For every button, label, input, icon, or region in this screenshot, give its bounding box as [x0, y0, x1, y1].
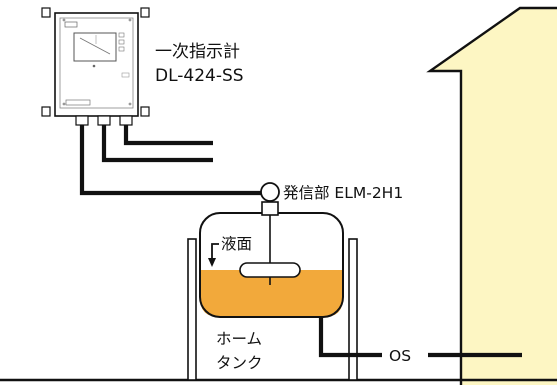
cable-gland: [75, 115, 89, 126]
mount-tab: [140, 7, 150, 18]
transmitter: [260, 182, 280, 216]
screw: [128, 102, 132, 106]
primary-indicator: [41, 7, 150, 126]
cable-to-transmitter: [79, 125, 262, 196]
liquid-level-label: 液面: [221, 235, 252, 253]
os-cable: [318, 317, 522, 358]
switch: [118, 46, 125, 52]
tank-leg-left: [187, 238, 197, 381]
liquid-level-arrow: [208, 243, 219, 267]
meter-display: [73, 32, 117, 62]
liquid-level-arrowhead: [208, 258, 216, 267]
screw: [62, 102, 66, 106]
tank-oil: [200, 270, 343, 317]
cable-output-2: [123, 125, 213, 146]
indicator-lamp: [92, 64, 96, 68]
tank-leg-right: [348, 238, 358, 381]
meter-needle: [79, 37, 111, 55]
os-label: OS: [389, 347, 411, 365]
mount-tab: [140, 106, 150, 117]
house-wall: [430, 8, 557, 385]
os-cable-left: [318, 317, 382, 358]
home-tank: [187, 212, 358, 381]
terminal-strip: [65, 99, 91, 106]
float: [239, 262, 301, 278]
mount-tab: [41, 7, 51, 18]
cable-output-1: [101, 125, 213, 163]
house-outline: [426, 6, 557, 385]
screw: [128, 18, 132, 22]
indicator-name-label: 一次指示計: [155, 42, 240, 62]
house: [426, 6, 557, 385]
cable-gland: [97, 115, 111, 126]
tank-label-line1: ホーム: [216, 330, 262, 348]
transmitter-head: [260, 182, 280, 202]
indicator-enclosure: [54, 12, 139, 117]
small-label: [121, 72, 130, 78]
mount-tab: [41, 106, 51, 117]
transmitter-base: [261, 201, 279, 216]
screw: [62, 18, 66, 22]
switch: [118, 32, 125, 38]
brand-plate: [64, 21, 78, 28]
tank-label-line2: タンク: [216, 354, 263, 372]
indicator-inner-frame: [59, 17, 134, 109]
cables: [79, 125, 262, 196]
liquid-level-arrow-line: [211, 243, 219, 260]
transmitter-label: 発信部 ELM-2H1: [283, 184, 403, 202]
cable-gland: [119, 115, 133, 126]
indicator-model-label: DL-424-SS: [155, 66, 244, 86]
switch: [118, 39, 125, 45]
